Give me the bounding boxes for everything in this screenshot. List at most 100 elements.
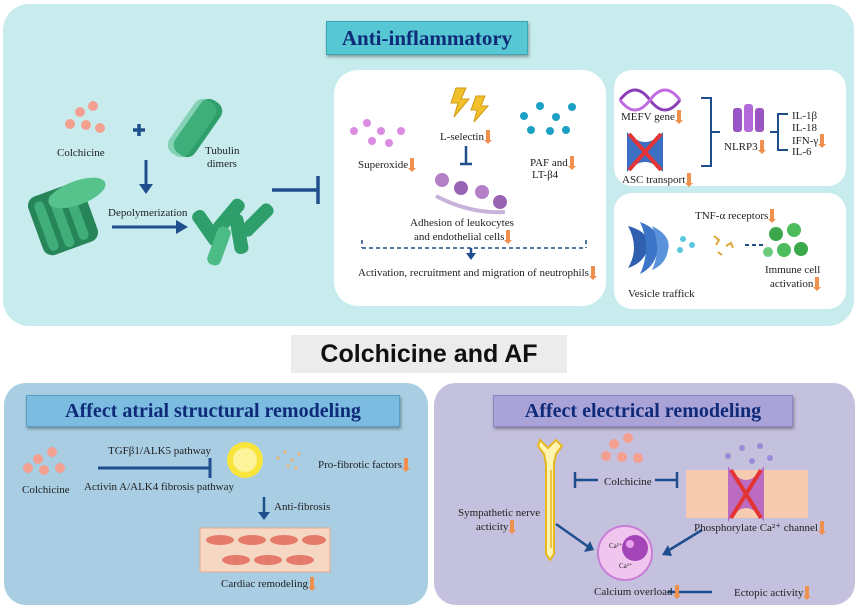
superoxide-icon	[350, 119, 405, 147]
immune-label-2: activation	[770, 277, 822, 291]
profibrotic-factors-icon	[276, 450, 301, 470]
decrease-icon	[818, 134, 827, 148]
dna-helix-icon	[618, 88, 682, 112]
decrease-icon	[308, 577, 317, 591]
depolymerization-label: Depolymerization	[108, 207, 188, 219]
decrease-icon	[588, 266, 597, 280]
nlrp3-icon	[733, 104, 764, 132]
phosphorylate-label: Phosphorylate Ca²⁺ channel	[694, 521, 826, 535]
decrease-icon	[757, 140, 766, 154]
colchicine-label: Colchicine	[57, 147, 105, 159]
cytokine-bracket	[770, 113, 788, 151]
inflammasome-box	[614, 70, 846, 186]
tubulin-label: Tubulin	[205, 145, 240, 157]
neutrophil-box	[334, 70, 606, 306]
inhibition-icon	[573, 472, 679, 488]
microtubule-bundle-icon	[27, 177, 106, 256]
pathway1-label: TGFβ1/ALK5 pathway	[108, 445, 212, 457]
cardiac-tissue-icon	[199, 527, 331, 573]
tubulin-label-2: dimers	[207, 158, 237, 170]
decrease-icon	[672, 585, 681, 599]
decrease-icon	[803, 586, 812, 600]
tubulin-dimer-icon	[167, 98, 223, 158]
asc-label: ASC transport	[622, 173, 694, 187]
mefv-label: MEFV gene	[621, 110, 683, 124]
cytokine-2: IL-18	[792, 122, 818, 134]
colchicine-molecules-icon	[601, 433, 643, 463]
down-arrow-icon	[466, 248, 476, 260]
structural-remodeling-title: Affect atrial structural remodeling	[26, 395, 400, 427]
decrease-icon	[567, 156, 576, 170]
calcium-label: Calcium overload	[594, 585, 681, 599]
arrows	[555, 522, 712, 594]
asc-transport-icon	[627, 132, 663, 172]
colchicine-label: Colchicine	[604, 476, 652, 488]
tnf-label: TNF-α receptors	[695, 209, 777, 223]
sympathetic-label: Sympathetic nerve	[458, 507, 541, 519]
ca-label-1: Ca²⁺	[609, 542, 623, 550]
paf-icon	[520, 102, 576, 135]
colchicine-molecules-icon	[65, 101, 105, 133]
profibrotic-label: Pro-fibrotic factors	[318, 458, 410, 472]
paf-label-2: LT-β4	[532, 169, 559, 181]
decrease-icon	[408, 158, 417, 172]
nlrp3-label: NLRP3	[724, 140, 766, 154]
leukocytes-icon	[435, 173, 507, 215]
decrease-icon	[813, 277, 822, 291]
immune-label: Immune cell	[765, 264, 821, 276]
calcium-cell-icon	[597, 525, 653, 581]
lightning-icon	[450, 87, 490, 123]
cardiac-label: Cardiac remodeling	[221, 577, 317, 591]
adhesion-label: Adhesion of leukocytes	[410, 217, 514, 229]
plus-icon	[133, 124, 145, 136]
fibroblast-icon	[227, 442, 263, 478]
decrease-icon	[402, 458, 410, 472]
bracket	[701, 97, 720, 167]
pathway2-label: Activin A/ALK4 fibrosis pathway	[84, 481, 235, 493]
decrease-icon	[685, 173, 694, 187]
main-title: Colchicine and AF	[291, 335, 567, 373]
lselectin-label: L-selectin	[440, 130, 492, 144]
depolymerized-tubulin-icon	[192, 198, 274, 266]
golgi-icon	[628, 222, 669, 274]
paf-label: PAF and	[530, 156, 576, 170]
cytokine-4: IL-6	[792, 146, 812, 158]
decrease-icon	[483, 130, 492, 144]
anti-inflammatory-title: Anti-inflammatory	[326, 21, 528, 55]
dashed-bracket	[361, 240, 587, 249]
ca-label-2: Ca²⁺	[619, 562, 633, 570]
activation-label: Activation, recruitment and migration of…	[358, 266, 597, 280]
antifibrosis-label: Anti-fibrosis	[274, 501, 331, 513]
vesicle-label: Vesicle traffick	[628, 288, 695, 300]
ion-dots-icon	[725, 443, 773, 464]
calcium-channel-icon	[686, 466, 808, 522]
decrease-icon	[817, 521, 826, 535]
decrease-icon	[674, 110, 683, 124]
electrical-remodeling-title: Affect electrical remodeling	[493, 395, 793, 427]
decrease-icon	[768, 209, 777, 223]
decrease-icon	[504, 230, 513, 244]
inhibition-icon	[272, 176, 320, 204]
cytokine-3: IFN-γ	[792, 134, 827, 148]
down-arrow-icon	[258, 497, 270, 520]
down-arrow-icon	[139, 160, 153, 194]
immune-cells-icon	[763, 223, 808, 257]
inhibition-icon	[98, 458, 212, 478]
adhesion-label-2: and endothelial cells	[414, 230, 513, 244]
tnf-icon	[713, 235, 734, 256]
right-arrow-icon	[112, 220, 188, 234]
colchicine-label: Colchicine	[22, 484, 70, 496]
colchicine-molecules-icon	[23, 447, 65, 475]
ectopic-label: Ectopic activity	[734, 586, 812, 600]
sympathetic-label-2: acticity	[476, 520, 517, 534]
decrease-icon	[508, 520, 517, 534]
superoxide-label: Superoxide	[358, 158, 417, 172]
vesicles-icon	[677, 236, 695, 253]
inhibition-icon	[460, 146, 472, 166]
